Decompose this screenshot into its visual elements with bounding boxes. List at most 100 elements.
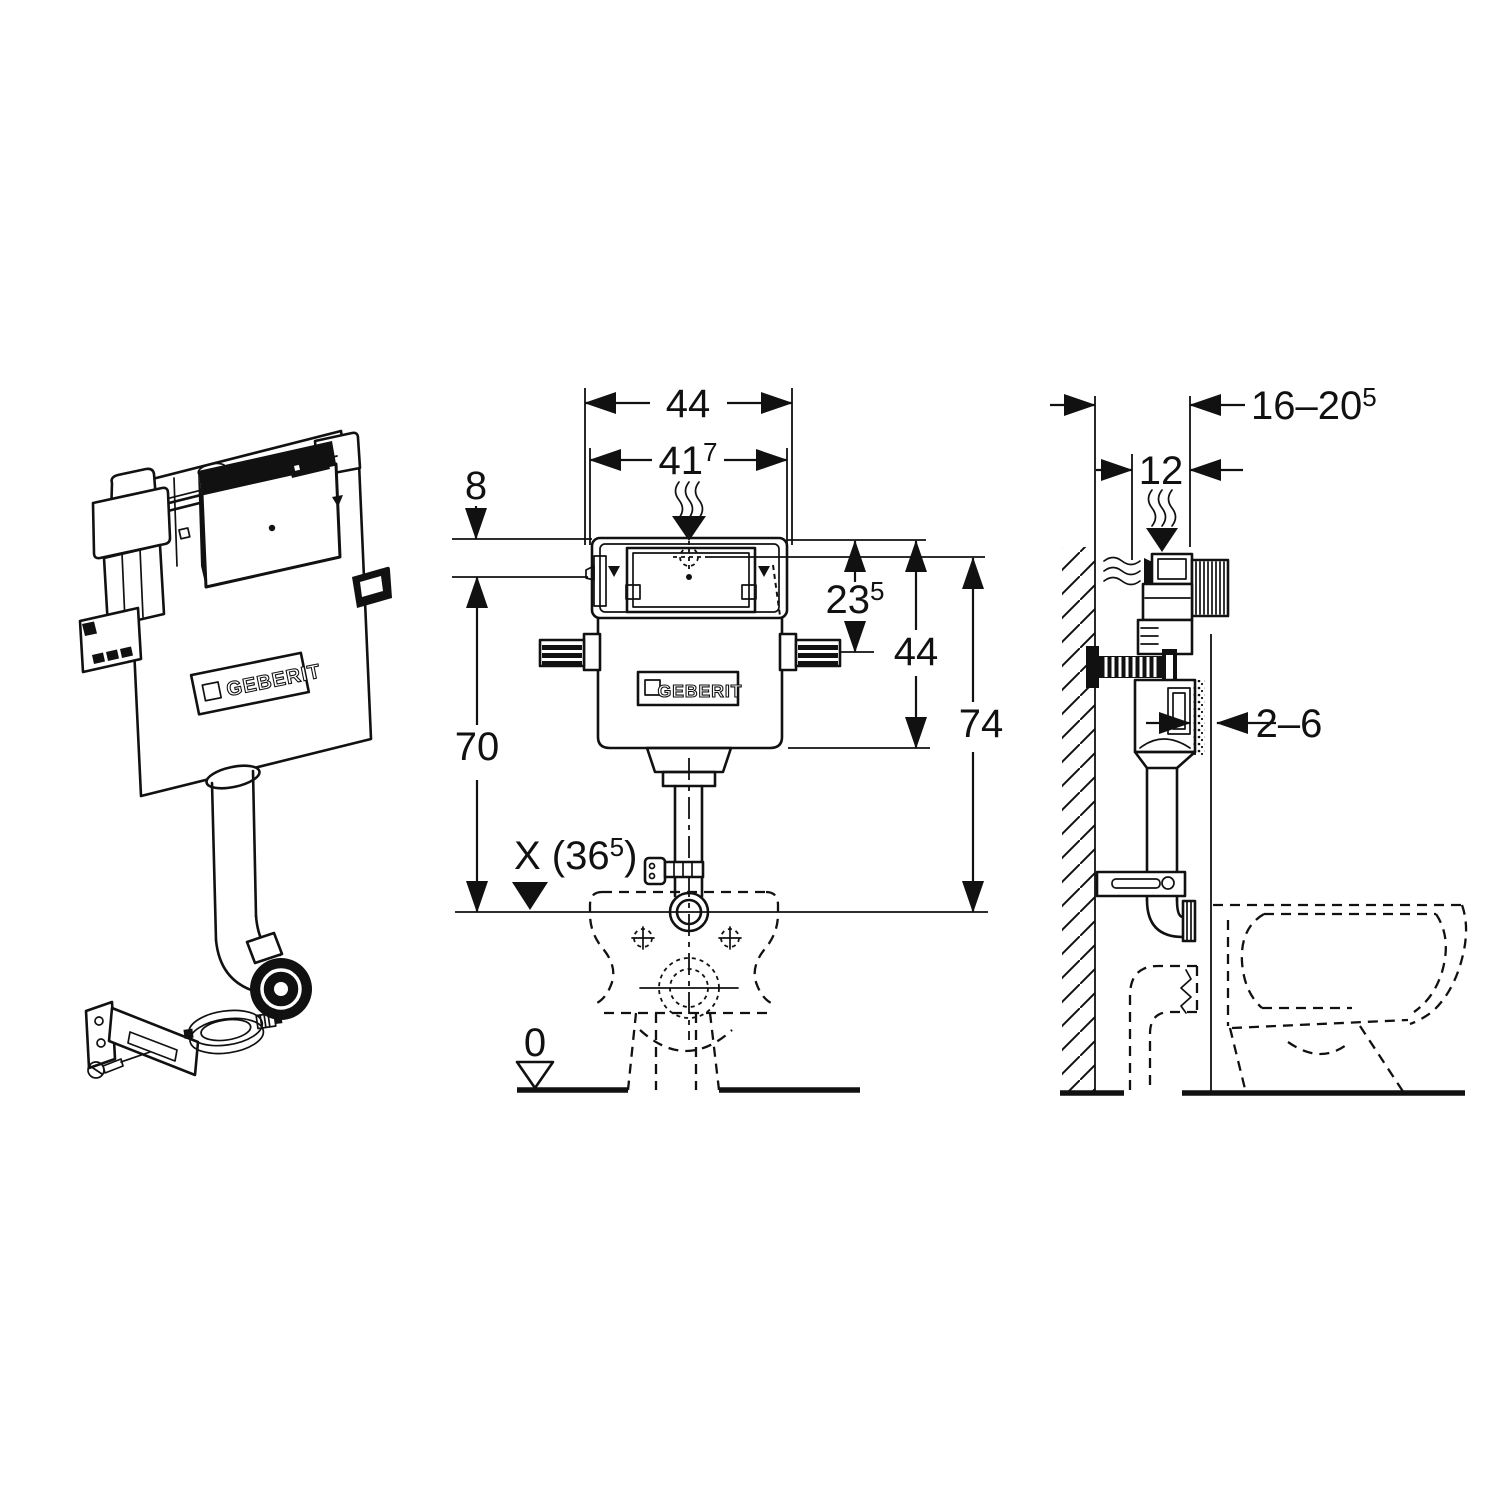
- mounting-hole-right: [718, 926, 742, 950]
- pipe-clamp-plate: [643, 856, 667, 886]
- toilet-base-edges: [1228, 1025, 1405, 1094]
- fill-valve-ribs: [121, 548, 144, 622]
- clamp-band-lines: [673, 861, 693, 878]
- bracket-slot: [127, 1031, 178, 1062]
- seal-zigzag: [1180, 969, 1192, 1014]
- side-bracket-slot: [360, 576, 383, 597]
- water-supply-arrow-side-icon: [1146, 489, 1178, 552]
- trap-curve: [639, 1029, 733, 1052]
- water-mark-left: [608, 566, 620, 577]
- dim-inlet-height-label: 70: [455, 725, 500, 769]
- pedestal-outline: [626, 1012, 721, 1091]
- clamp-hole-1: [648, 862, 656, 870]
- cover-outer: [590, 536, 789, 620]
- ground-level-front: 0: [515, 1021, 860, 1093]
- clamp-bolt-thread: [259, 1013, 271, 1029]
- toilet-side-profile: [1213, 903, 1468, 1094]
- dim-width-outer: 44: [584, 382, 793, 426]
- clamp-hole-2: [648, 872, 656, 880]
- lower-bracket-slot: [1111, 878, 1161, 889]
- clamp-nut: [183, 1028, 194, 1039]
- knob-ribs-left: [542, 645, 582, 665]
- siphon-curve: [1139, 738, 1191, 749]
- flush-pipe-3d: [210, 769, 258, 942]
- dim-top-offset: 8: [465, 464, 487, 540]
- dim-total-height: 74: [959, 557, 1004, 913]
- valve-dashes: [1140, 627, 1159, 645]
- window-tab-right: [741, 584, 757, 600]
- toilet-inner-back: [1240, 913, 1265, 1009]
- flange-hole-bottom: [96, 1038, 106, 1048]
- fill-valve-body-3d: [102, 543, 166, 629]
- knob-collar-left: [582, 632, 602, 672]
- elbow-socket-ring: [260, 968, 302, 1010]
- label-square-front: [644, 679, 661, 696]
- zero-level-label: 0: [524, 1021, 546, 1065]
- geberit-label-front: GEBERIT: [636, 670, 743, 707]
- width-extension-lines: [584, 388, 793, 545]
- dim-wall-finish-label: 2–6: [1256, 702, 1323, 746]
- plaster-layer: [1193, 680, 1205, 756]
- fill-valve-spout: [585, 565, 595, 581]
- access-window-inner: [632, 552, 750, 608]
- perspective-view: GEBERIT: [78, 429, 392, 1079]
- lower-bracket-screw: [1161, 876, 1175, 890]
- rod-thread-stripes: [1104, 657, 1157, 677]
- drain-elbow-outer: [1128, 964, 1197, 1090]
- dim-total-height-label: 74: [959, 702, 1004, 746]
- dim-top-offset-label: 8: [465, 464, 487, 508]
- dim-width-outer-label: 44: [666, 382, 711, 426]
- elbow-socket-hub: [274, 982, 288, 996]
- outlet-nut: [645, 746, 733, 774]
- dim-wall-finish: 2–6: [1146, 702, 1322, 746]
- elbow-collar-band: [245, 931, 284, 965]
- flange-hole-top: [94, 1016, 104, 1026]
- dim-depth-total-label: 16–205: [1251, 382, 1377, 428]
- bowl-left-outline: [588, 890, 615, 1005]
- dim-depth-cistern-label: 12: [1139, 449, 1184, 493]
- inlet-thread-boss: [1190, 558, 1230, 618]
- mounting-hole-left: [631, 926, 655, 950]
- geberit-logo-text-front: GEBERIT: [658, 681, 743, 701]
- tank-lower-side: [1133, 678, 1197, 754]
- fill-valve-cap-3d: [91, 486, 172, 560]
- valve-body-lower: [1136, 618, 1194, 656]
- zero-level-triangle: [515, 1060, 555, 1090]
- label-plate-3d: [189, 651, 311, 716]
- toilet-underside: [1231, 1018, 1409, 1030]
- front-view: 44 417 8 70 235: [452, 382, 1004, 1093]
- rail-teeth: [92, 646, 133, 664]
- tank-bottom-taper: [1133, 750, 1197, 770]
- knob-ribs-right: [798, 645, 838, 665]
- toilet-front-curve: [1409, 904, 1468, 1026]
- window-dot: [686, 574, 692, 580]
- lower-bracket-side: [1095, 870, 1187, 898]
- pipe-clamp-3d: [183, 1009, 283, 1055]
- body-detail-square: [178, 527, 191, 540]
- water-mark-right: [758, 566, 770, 577]
- toilet-trap-curve: [1287, 1041, 1351, 1056]
- clamp-bolt-end: [274, 1014, 283, 1025]
- clamp-ring-bottom: [189, 1017, 265, 1055]
- dim-inlet-height: 70: [455, 576, 500, 913]
- x-level-triangle: [512, 882, 548, 910]
- toilet-inner-front: [1413, 913, 1447, 1013]
- drain-elbow-inner: [1148, 1010, 1197, 1090]
- dim-width-inner-label: 417: [659, 437, 718, 483]
- water-supply-arrow-icon: [672, 481, 706, 541]
- label-square-3d: [201, 681, 223, 702]
- rod-end-slot: [1166, 655, 1173, 679]
- water-level-mark-right: [332, 495, 343, 507]
- box-logo-strip: [290, 461, 330, 478]
- height-reference-lines: [452, 538, 930, 749]
- protection-box-dot: [268, 524, 276, 532]
- fill-valve-front: [593, 555, 607, 607]
- dim-depth-cistern: 12: [1096, 449, 1243, 493]
- thread-lines: [1195, 561, 1225, 615]
- rail-end-block: [82, 621, 97, 636]
- opening-frame-line: [173, 477, 178, 567]
- mounting-rod: [1099, 656, 1162, 678]
- drain-elbow-dashed: [1128, 964, 1199, 1090]
